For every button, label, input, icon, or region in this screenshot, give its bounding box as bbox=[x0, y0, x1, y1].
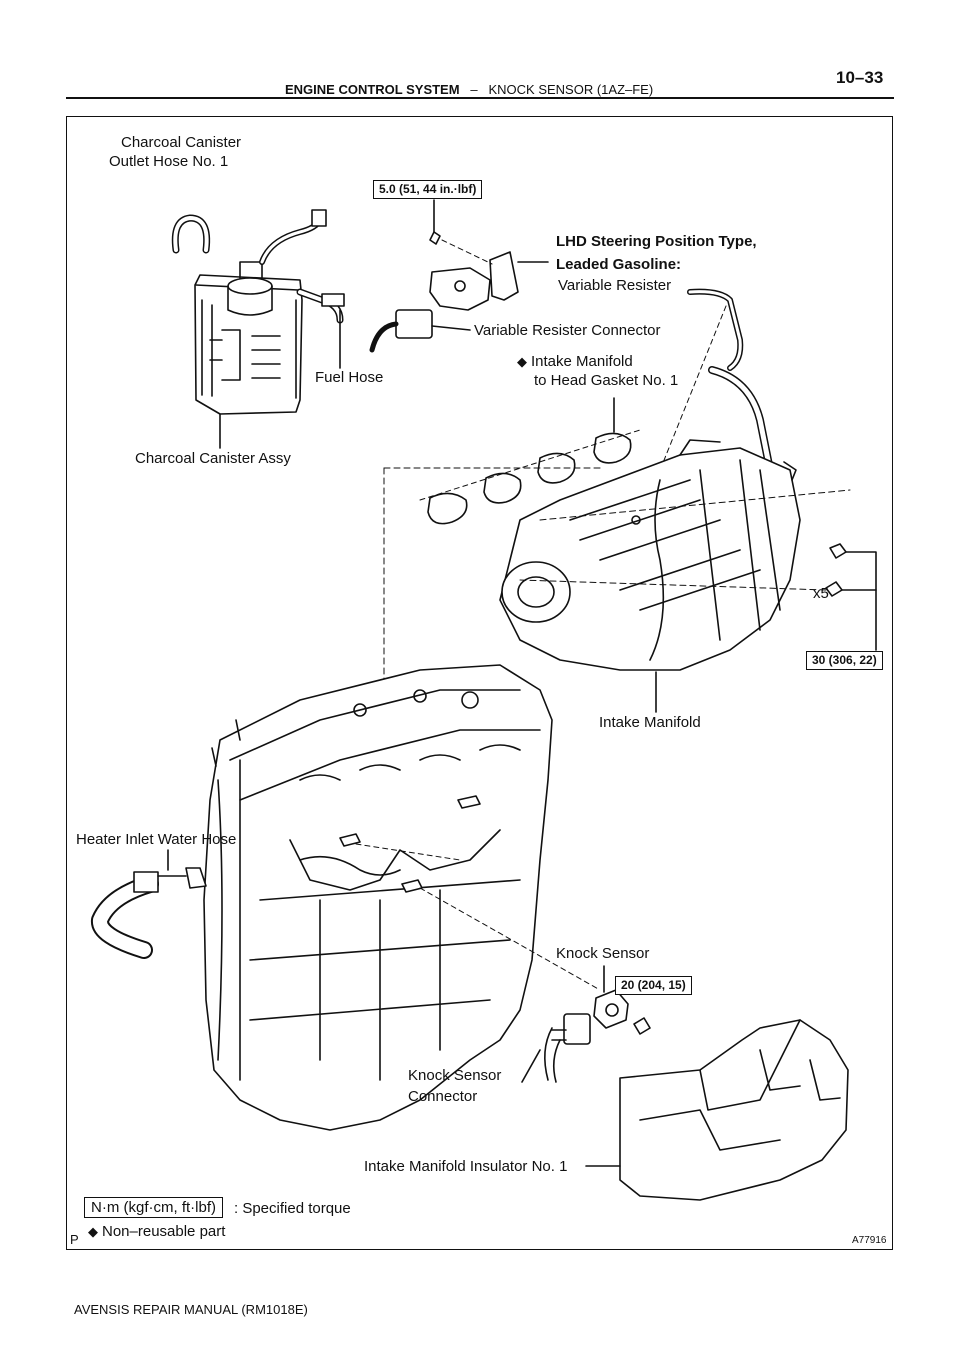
intake-manifold-label: Intake Manifold bbox=[599, 714, 701, 731]
knock-sensor-drawing bbox=[593, 965, 651, 1035]
intake-manifold-insulator-label: Intake Manifold Insulator No. 1 bbox=[364, 1158, 568, 1175]
legend-nonreusable-text: Non–reusable part bbox=[102, 1223, 226, 1240]
label-line: Leaded Gasoline: bbox=[556, 256, 682, 273]
engine-block-drawing bbox=[203, 664, 601, 1131]
variable-resister-drawing bbox=[429, 199, 549, 311]
section-header: ENGINE CONTROL SYSTEM – KNOCK SENSOR (1A… bbox=[285, 82, 653, 97]
page-number: 10–33 bbox=[836, 68, 884, 87]
label-line: Outlet Hose No. 1 bbox=[109, 153, 229, 170]
legend-torque-desc: : Specified torque bbox=[234, 1200, 351, 1217]
variable-resister-connector-drawing bbox=[369, 309, 471, 353]
non-reusable-icon: ◆ bbox=[517, 354, 527, 369]
label-line: Knock Sensor bbox=[408, 1067, 502, 1084]
charcoal-canister-assy-label: Charcoal Canister Assy bbox=[135, 450, 291, 467]
intake-gasket-drawing bbox=[419, 397, 641, 525]
variable-resister-connector-label: Variable Resister Connector bbox=[474, 322, 661, 339]
section-title: ENGINE CONTROL SYSTEM bbox=[285, 82, 460, 97]
heater-inlet-water-hose-label: Heater Inlet Water Hose bbox=[76, 831, 237, 848]
intake-manifold-drawing bbox=[499, 439, 851, 713]
legend-torque-unit-box: N·m (kgf·cm, ft·lbf) bbox=[84, 1197, 223, 1218]
fuel-hose-drawing bbox=[296, 288, 345, 369]
knock-sensor-connector-label: Knock Sensor Connector bbox=[408, 1066, 501, 1106]
header-separator: – bbox=[470, 82, 478, 97]
label-line: Charcoal Canister bbox=[121, 134, 242, 151]
label-line: Connector bbox=[408, 1088, 478, 1105]
torque-spec-intake-manifold: 30 (306, 22) bbox=[806, 651, 883, 670]
intake-manifold-insulator-drawing bbox=[585, 1019, 849, 1201]
label-line: LHD Steering Position Type, bbox=[556, 233, 757, 250]
lhd-type-heading: LHD Steering Position Type, Leaded Gasol… bbox=[556, 232, 757, 274]
variable-resister-label: Variable Resister bbox=[558, 277, 672, 294]
legend-nonreusable: ◆ Non–reusable part bbox=[88, 1222, 225, 1241]
intake-gasket-label: ◆ Intake Manifold to Head Gasket No. 1 bbox=[517, 352, 678, 390]
torque-spec-knock-sensor: 20 (204, 15) bbox=[615, 976, 692, 995]
manifold-bolts-drawing bbox=[825, 543, 877, 651]
figure-code: P bbox=[70, 1232, 79, 1247]
charcoal-canister-drawing bbox=[194, 209, 327, 449]
subsection-title: KNOCK SENSOR (1AZ–FE) bbox=[488, 82, 654, 97]
non-reusable-icon: ◆ bbox=[88, 1224, 98, 1239]
figure-number: A77916 bbox=[852, 1235, 887, 1246]
label-line: to Head Gasket No. 1 bbox=[534, 372, 679, 389]
knock-sensor-label: Knock Sensor bbox=[556, 945, 650, 962]
charcoal-canister-outlet-hose-drawing bbox=[171, 214, 211, 254]
charcoal-canister-outlet-hose-label: Charcoal Canister Outlet Hose No. 1 bbox=[109, 133, 242, 171]
figure-frame bbox=[66, 116, 893, 1250]
fuel-hose-label: Fuel Hose bbox=[315, 369, 384, 386]
heater-inlet-water-hose-drawing bbox=[91, 849, 207, 959]
manual-footer: AVENSIS REPAIR MANUAL (RM1018E) bbox=[74, 1302, 308, 1317]
label-line: ◆ Intake Manifold bbox=[517, 352, 678, 371]
torque-spec-variable-resister: 5.0 (51, 44 in.·lbf) bbox=[373, 180, 483, 199]
label-text: Intake Manifold bbox=[531, 353, 633, 370]
knock-sensor-connector-drawing bbox=[521, 1013, 591, 1083]
header-rule bbox=[66, 97, 894, 99]
bolt-count-label: x5 bbox=[813, 585, 829, 602]
